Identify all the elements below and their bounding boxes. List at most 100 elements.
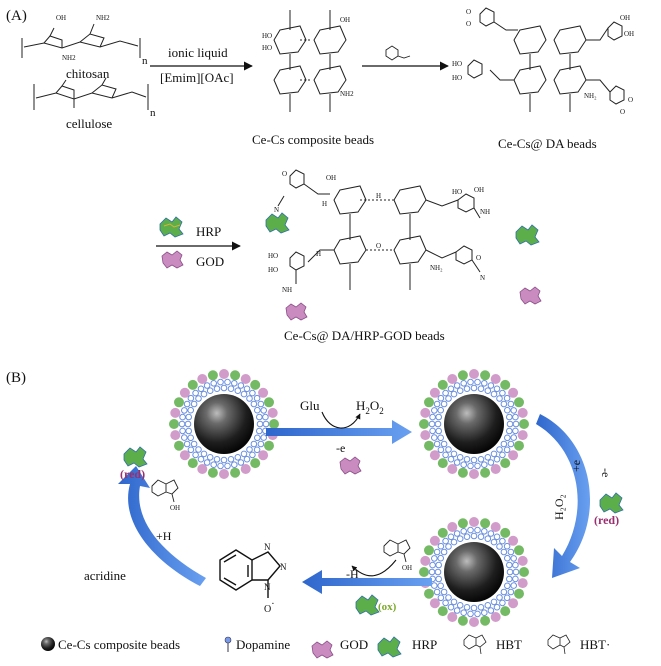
hrp-reagent-icon [159,216,184,238]
dopamine-dot [503,394,511,402]
dopamine-dot [506,420,514,428]
dopamine-dot [185,413,192,421]
dopamine-dot [440,440,448,448]
enzyme-dot [179,450,190,461]
dopamine-dot [445,395,452,402]
dopamine-dot [450,390,458,398]
legend-bead-icon [41,637,55,651]
dopamine-dot [200,390,208,398]
enzyme-dot [267,407,278,418]
dopamine-dot [243,385,251,393]
legend-dopamine-label: Dopamine [236,637,290,652]
hbt-radical-n-top: N [264,542,271,552]
dopamine-dot [197,385,205,393]
dopamine-dot [500,548,508,556]
da-ho-1: HO [452,60,462,68]
chitosan-structure [21,23,141,58]
enzyme-dot [179,387,190,398]
dopamine-dot [240,390,248,398]
dopamine-dot [437,554,445,562]
enzyme-dot [424,440,434,451]
enzyme-dot [514,397,524,408]
dopamine-dot [431,434,438,441]
final-beads-label: Ce-Cs@ DA/HRP-GOD beads [284,328,445,343]
dopamine-dot [246,446,253,453]
enzyme-dot [480,518,491,529]
dopamine-dot [445,543,452,550]
enzyme-dot [469,617,479,627]
enzyme-dot [508,387,519,398]
legend-god-icon [311,640,334,659]
dopamine-dot [253,434,261,442]
plus-e-right: +e [569,460,583,472]
dopamine-dot [484,454,492,461]
enzyme-dot [170,407,181,418]
dopamine-dot [484,387,492,395]
dopamine-dot [460,528,468,535]
final-hbond-o: O [376,242,381,250]
enzyme-dot [429,387,440,398]
hbt-bottom-oh: OH [402,564,412,572]
red-right-label: (red) [594,513,619,527]
acridine-label: acridine [84,568,126,583]
dopamine-dot [434,420,442,428]
enzyme-dot [269,419,279,429]
enzyme-dot [500,527,511,538]
enzyme-dot [517,578,528,589]
dopamine-dot [256,413,263,421]
reagent-ionic-liquid: ionic liquid [168,45,228,60]
dopamine-dot [183,400,191,408]
dopamine-dot [250,400,258,408]
enzyme-dot [207,467,218,478]
cellulose-structure [33,77,149,110]
dopamine-dot [262,413,269,421]
dopamine-dot [442,451,449,459]
hbt-radical-n-bot: N [264,582,271,592]
dopamine-dot [213,456,221,463]
dopamine-dot [470,532,478,540]
dopamine-dot [227,456,235,463]
da-oh-right-2: OH [624,30,634,38]
dopamine-dot [463,533,471,541]
dopamine-dot [506,575,513,583]
hrp-label: HRP [196,224,221,239]
enzyme-dot [219,369,229,379]
dopamine-reagent [385,45,411,61]
enzyme-dot [424,588,434,599]
dopamine-dot [512,575,519,583]
dopamine-dot [506,568,514,576]
glu-label: Glu [300,398,320,413]
final-h-mid: H [316,250,321,258]
dopamine-dot [257,400,265,408]
final-beads-structure [277,169,481,290]
cellulose-label: cellulose [66,116,112,131]
dopamine-dot [477,385,485,393]
dopamine-dot [507,400,515,408]
enzyme-dot [419,419,429,429]
enzyme-dot [490,374,501,384]
enzyme-dot [437,606,448,617]
bead-top-left [169,369,279,479]
dopamine-dot [512,420,520,428]
dopamine-dot [493,533,501,541]
reagent-emim-oac: [Emim][OAc] [160,70,234,85]
enzyme-dot [447,464,458,474]
da-o-right-2: O [620,108,625,116]
dopamine-dot [435,413,443,421]
dopamine-dot [496,395,503,402]
dopamine-dot [456,602,464,609]
final-oh-top: OH [326,174,336,182]
final-ho-right: HO [452,188,462,196]
dopamine-dot [507,588,515,596]
dopamine-dot [187,406,194,414]
final-o-right: O [476,254,481,262]
dopamine-dot [484,602,492,609]
dopamine-dot [484,535,492,543]
bottom-curve-arrow [351,559,397,577]
dopamine-dot [504,434,511,442]
enzyme-dot [187,379,198,390]
bead-core [194,394,254,454]
legend-hbt-radical-icon [547,634,571,655]
dopamine-dot [512,568,520,576]
enzyme-dot [170,430,181,441]
